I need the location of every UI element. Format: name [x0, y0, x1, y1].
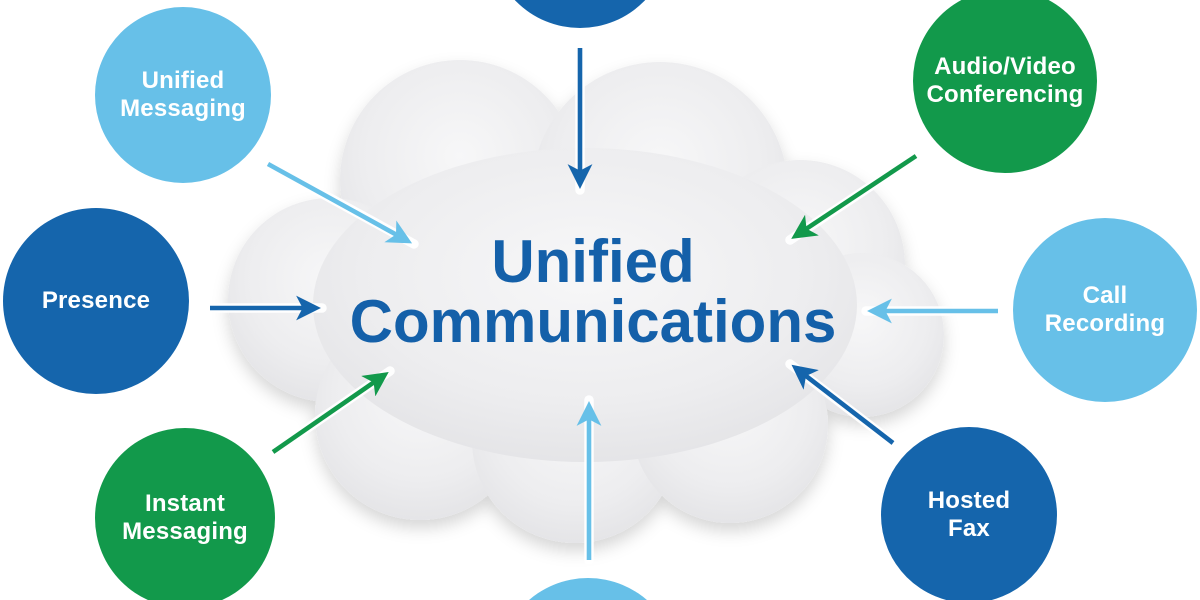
- cloud-shape: [228, 60, 944, 543]
- node-hosted-fax-label: Hosted Fax: [927, 486, 1011, 542]
- node-call-recording-label: Call Recording: [1044, 281, 1166, 337]
- arrow-hosted-fax: [785, 359, 898, 448]
- node-presence-label: Presence: [41, 286, 151, 314]
- cloud-title-line1: Unified: [491, 228, 695, 295]
- node-audio-video-conferencing: Audio/Video Conferencing: [913, 0, 1097, 173]
- node-call-recording: Call Recording: [1013, 218, 1197, 402]
- arrow-unified-messaging: [263, 159, 419, 249]
- node-instant-messaging-label: Instant Messaging: [122, 489, 248, 545]
- node-hosted-fax: Hosted Fax: [881, 427, 1057, 600]
- node-unified-messaging-label: Unified Messaging: [120, 66, 246, 122]
- arrow-instant-messaging: [268, 366, 395, 457]
- node-audio-video-conferencing-label: Audio/Video Conferencing: [926, 52, 1084, 108]
- node-unified-messaging: Unified Messaging: [95, 7, 271, 183]
- cloud-title: Unified Communications: [293, 232, 893, 352]
- node-presence: Presence: [3, 208, 189, 394]
- arrow-audio-video-conferencing: [785, 151, 921, 245]
- node-instant-messaging: Instant Messaging: [95, 428, 275, 600]
- cloud-title-line2: Communications: [349, 288, 837, 355]
